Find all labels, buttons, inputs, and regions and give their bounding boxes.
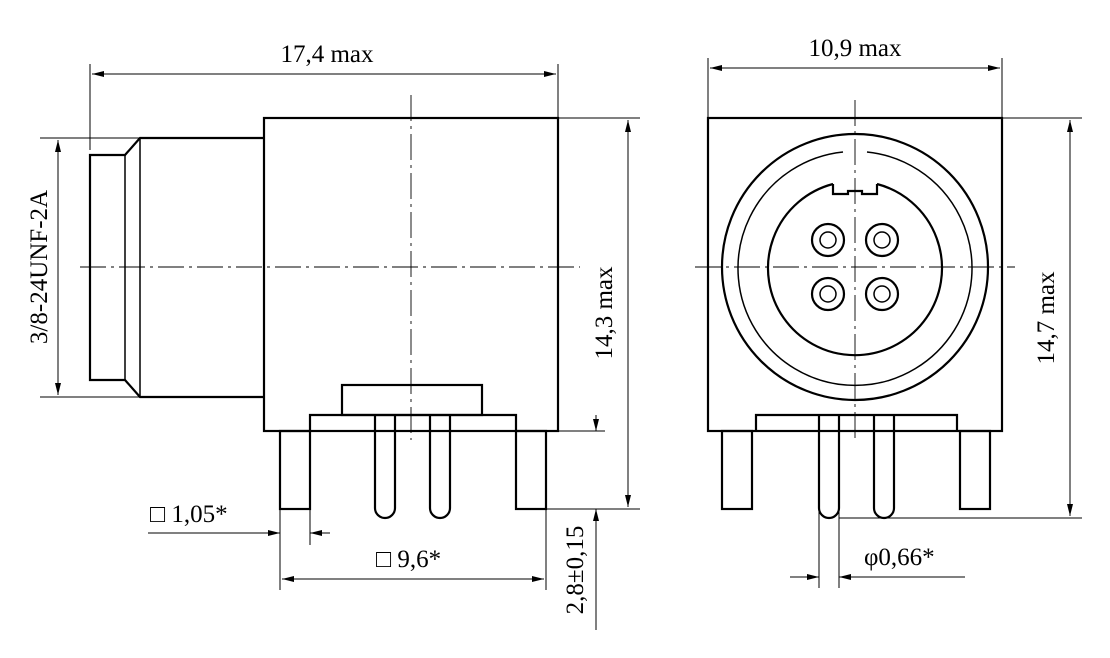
contact-bottom-right	[864, 276, 900, 312]
thread-label: 3/8-24UNF-2A	[26, 190, 53, 344]
front-pin-1	[817, 415, 841, 520]
contact-top-left	[810, 222, 846, 258]
side-width-label: 17,4 max	[280, 41, 374, 68]
front-height-label: 14,7 max	[1033, 271, 1060, 365]
side-view: 17,4 max 3/8-24UNF-2A 14,3 max 2,8±0,15 …	[26, 41, 640, 630]
leg-square-label: □ 1,05*	[150, 501, 228, 528]
front-base-step	[754, 413, 959, 431]
front-leg-right	[958, 429, 992, 511]
side-leg-left	[278, 429, 312, 511]
thread-nose	[88, 136, 264, 399]
side-pin-2	[428, 415, 452, 520]
front-view: 10,9 max 14,7 max φ0,66*	[695, 35, 1082, 588]
side-leg-right	[514, 429, 548, 511]
front-width-label: 10,9 max	[808, 35, 902, 62]
side-base-plate	[340, 383, 484, 417]
side-pin-1	[373, 415, 397, 520]
pin-length-label: 2,8±0,15	[562, 526, 589, 615]
front-leg-left	[720, 429, 754, 511]
contact-top-right	[864, 222, 900, 258]
leg-spacing-label: □ 9,6*	[376, 546, 441, 573]
side-height-label: 14,3 max	[591, 266, 618, 360]
contact-bottom-left	[810, 276, 846, 312]
pin-diameter-label: φ0,66*	[864, 544, 935, 571]
side-base-step	[308, 413, 518, 431]
